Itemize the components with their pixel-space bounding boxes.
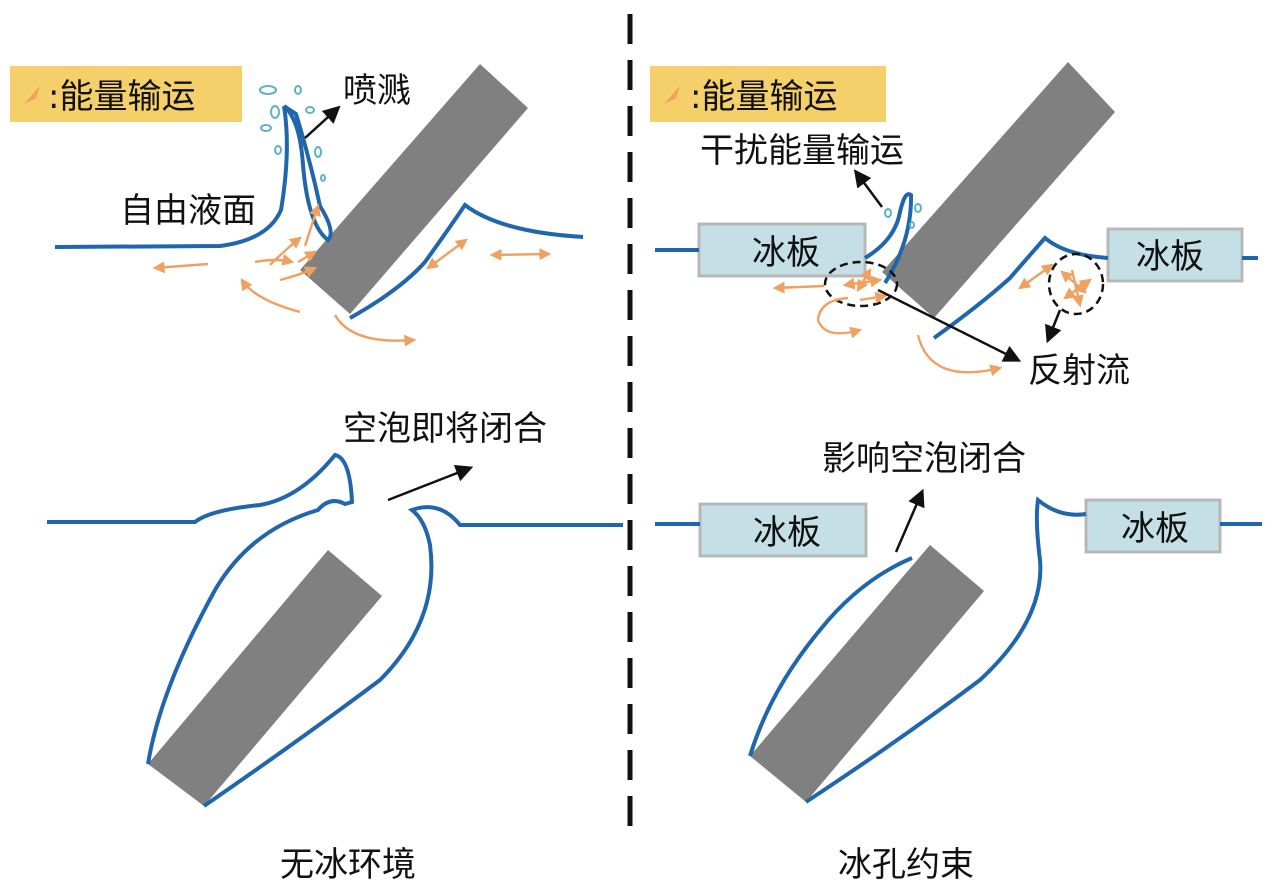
plate-bottom-left [148, 550, 382, 806]
cavity-wall-left [349, 202, 584, 320]
legend-label-right: :能量输运 [690, 77, 837, 117]
energy-arrows-right [772, 263, 1092, 377]
ice-plate-bottom-right [1084, 498, 1222, 554]
ice-plate-bottom-left-label: 冰板 [753, 513, 821, 553]
affect-closure-label: 影响空泡闭合 [822, 439, 1026, 479]
splash-pointer-left [304, 105, 341, 139]
free-surface-label: 自由液面 [120, 191, 256, 231]
droplets-right [884, 203, 922, 229]
free-surface-right [863, 192, 914, 285]
left-bottom-panel: 空泡即将闭合 无冰环境 [47, 409, 623, 885]
caption-right: 冰孔约束 [838, 845, 974, 885]
reflect-label: 反射流 [1028, 351, 1130, 391]
plate-top-left [300, 64, 528, 314]
interfere-label: 干扰能量输运 [700, 131, 904, 171]
legend-box-left [10, 66, 242, 122]
surface-bottom-left-outer [47, 452, 355, 765]
affect-pointer [894, 488, 925, 553]
legend-box-right [650, 66, 886, 122]
cavity-wall-right [932, 235, 1109, 340]
ice-plate-top-left-label: 冰板 [752, 233, 820, 273]
cavity-closing-label: 空泡即将闭合 [343, 409, 547, 449]
reflect-pointer-left [877, 288, 1022, 362]
plate-top-right [882, 62, 1115, 318]
free-surface-left [54, 105, 289, 249]
legend-label-left: :能量输运 [48, 77, 195, 117]
droplets-left [259, 85, 326, 182]
surface-bottom-left-inner [202, 505, 623, 808]
splash-sheet-left [282, 104, 333, 243]
ice-plate-top-right-label: 冰板 [1136, 237, 1204, 277]
reflection-zone-right [1047, 252, 1105, 316]
energy-arrows-left [152, 203, 552, 347]
right-top-panel: :能量输运 冰板 冰板 [650, 62, 1258, 391]
cavity-bottom-right-outer [748, 556, 913, 757]
ice-plate-top-right [1106, 227, 1244, 283]
splash-label: 喷溅 [343, 71, 411, 111]
orange-arrow-icon [664, 86, 680, 104]
right-bottom-panel: 冰板 冰板 影响空泡闭合 冰孔约束 [655, 439, 1262, 885]
reflect-pointer-right [1045, 309, 1062, 344]
cavity-bottom-right-inner [804, 496, 1087, 804]
caption-left: 无冰环境 [280, 845, 416, 885]
reflection-zone-left [823, 260, 899, 308]
orange-arrow-icon [24, 86, 40, 104]
ice-plate-bottom-left [698, 502, 868, 558]
interfere-pointer [853, 169, 884, 208]
ice-plate-bottom-right-label: 冰板 [1121, 509, 1189, 549]
closing-pointer [387, 464, 474, 502]
plate-bottom-right [750, 545, 984, 802]
left-top-panel: :能量输运 [10, 64, 584, 347]
